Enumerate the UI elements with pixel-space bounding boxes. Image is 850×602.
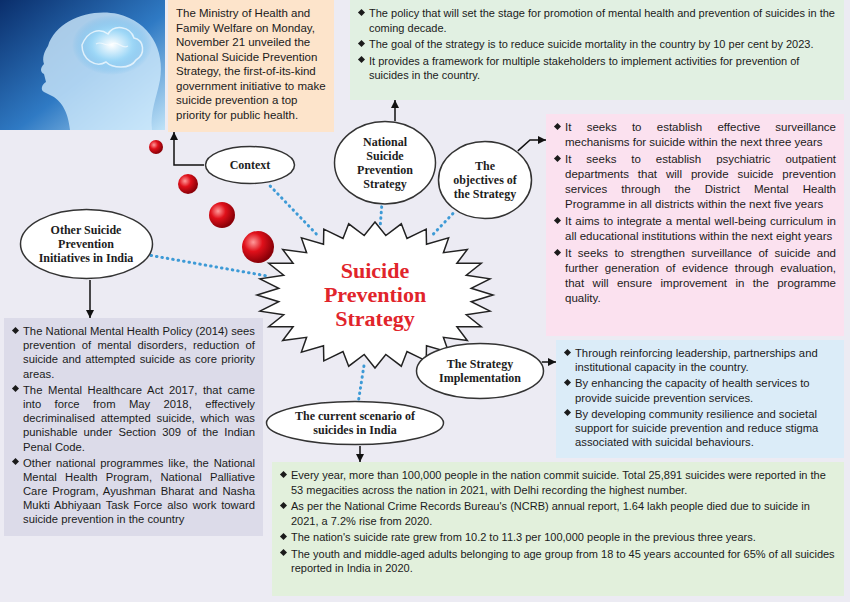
bubble-label: The Strategy Implementation xyxy=(433,357,527,385)
red-dot xyxy=(242,231,274,263)
bullet-text: It seeks to strengthen surveillance of s… xyxy=(554,246,836,306)
dotted-connector xyxy=(380,206,381,224)
bullet-text: It seeks to establish psychiatric outpat… xyxy=(554,152,836,212)
label-holder: Context xyxy=(217,158,283,172)
brain-outline xyxy=(82,28,143,67)
bullet-text: By developing community resilience and s… xyxy=(564,407,836,450)
bullet-text: It seeks to establish effective surveill… xyxy=(554,120,836,150)
label-holder: The objectives of the Strategy xyxy=(451,159,520,201)
dotted-connector xyxy=(150,255,265,275)
brain-illustration xyxy=(0,0,165,130)
info-box: The policy that will set the stage for p… xyxy=(350,0,844,100)
label-holder: Other Suicide Prevention Initiatives in … xyxy=(38,223,135,265)
topic-bubble: Context xyxy=(204,145,296,185)
bubble-shape xyxy=(20,210,152,279)
info-box: The National Mental Health Policy (2014)… xyxy=(4,318,263,536)
label-holder: National Suicide Prevention Strategy xyxy=(348,135,423,191)
info-box: Through reinforcing leadership, partners… xyxy=(556,340,844,458)
bubble-shape xyxy=(335,122,436,205)
topic-bubble: National Suicide Prevention Strategy xyxy=(333,120,437,206)
bubble-label: National Suicide Prevention Strategy xyxy=(348,135,423,191)
central-title: Suicide Prevention Strategy xyxy=(300,259,450,331)
bullet-text: Other national programmes like, the Nati… xyxy=(12,456,255,527)
label-holder: The current scenario of suicides in Indi… xyxy=(290,409,420,437)
bubble-label: The objectives of the Strategy xyxy=(451,159,520,201)
topic-bubble: The Strategy Implementation xyxy=(415,342,545,400)
topic-bubble: The objectives of the Strategy xyxy=(437,140,533,220)
bubble-shape xyxy=(206,147,295,184)
bubble-shape xyxy=(439,142,532,219)
bubble-label: The current scenario of suicides in Indi… xyxy=(290,409,420,437)
bullet-text: The National Mental Health Policy (2014)… xyxy=(12,324,255,381)
bullet-text: The youth and middle-aged adults belongi… xyxy=(280,547,836,576)
arrow-connector xyxy=(518,140,546,151)
bubble-shape xyxy=(417,344,544,399)
dotted-connector xyxy=(268,183,317,233)
arrow-connector xyxy=(89,280,91,318)
arrow-connector xyxy=(359,446,361,462)
bullet-text: The Mental Healthcare Act 2017, that cam… xyxy=(12,383,255,454)
info-box: It seeks to establish effective surveill… xyxy=(546,114,844,336)
head-profile xyxy=(41,12,161,130)
context-text: The Ministry of Health and Family Welfar… xyxy=(176,6,326,122)
bullet-text: The goal of the strategy is to reduce su… xyxy=(358,37,836,52)
topic-bubble: The current scenario of suicides in Indi… xyxy=(265,400,445,446)
bubble-label: Context xyxy=(217,158,283,172)
bullet-text: Through reinforcing leadership, partners… xyxy=(564,346,836,374)
label-holder: The Strategy Implementation xyxy=(433,357,527,385)
label-holder: Suicide Prevention Strategy xyxy=(300,259,450,331)
topic-bubble: Other Suicide Prevention Initiatives in … xyxy=(19,208,154,280)
context-box: The Ministry of Health and Family Welfar… xyxy=(168,0,334,132)
red-dot xyxy=(149,140,163,154)
bullet-text: It provides a framework for multiple sta… xyxy=(358,54,836,83)
bullet-text: As per the National Crime Records Bureau… xyxy=(280,499,836,528)
bullet-text: The policy that will set the stage for p… xyxy=(358,6,836,35)
bubble-label: Other Suicide Prevention Initiatives in … xyxy=(38,223,135,265)
bullet-text: Every year, more than 100,000 people in … xyxy=(280,468,836,497)
dotted-connector xyxy=(359,366,364,400)
brain-glow xyxy=(72,15,152,75)
info-box: Every year, more than 100,000 people in … xyxy=(272,462,844,596)
arrow-connector xyxy=(394,100,396,121)
brain-fold xyxy=(96,43,128,47)
bubble-shape xyxy=(267,402,444,445)
arrow-connector xyxy=(174,132,204,165)
bullet-text: By enhancing the capacity of health serv… xyxy=(564,376,836,404)
bullet-text: It aims to integrate a mental well-being… xyxy=(554,214,836,244)
bullet-text: The nation's suicide rate grew from 10.2… xyxy=(280,530,836,545)
illustration-ground xyxy=(0,0,165,130)
dotted-connector xyxy=(433,211,455,234)
red-dot xyxy=(209,202,235,228)
red-dot xyxy=(178,174,198,194)
arrow-connector xyxy=(542,361,556,363)
